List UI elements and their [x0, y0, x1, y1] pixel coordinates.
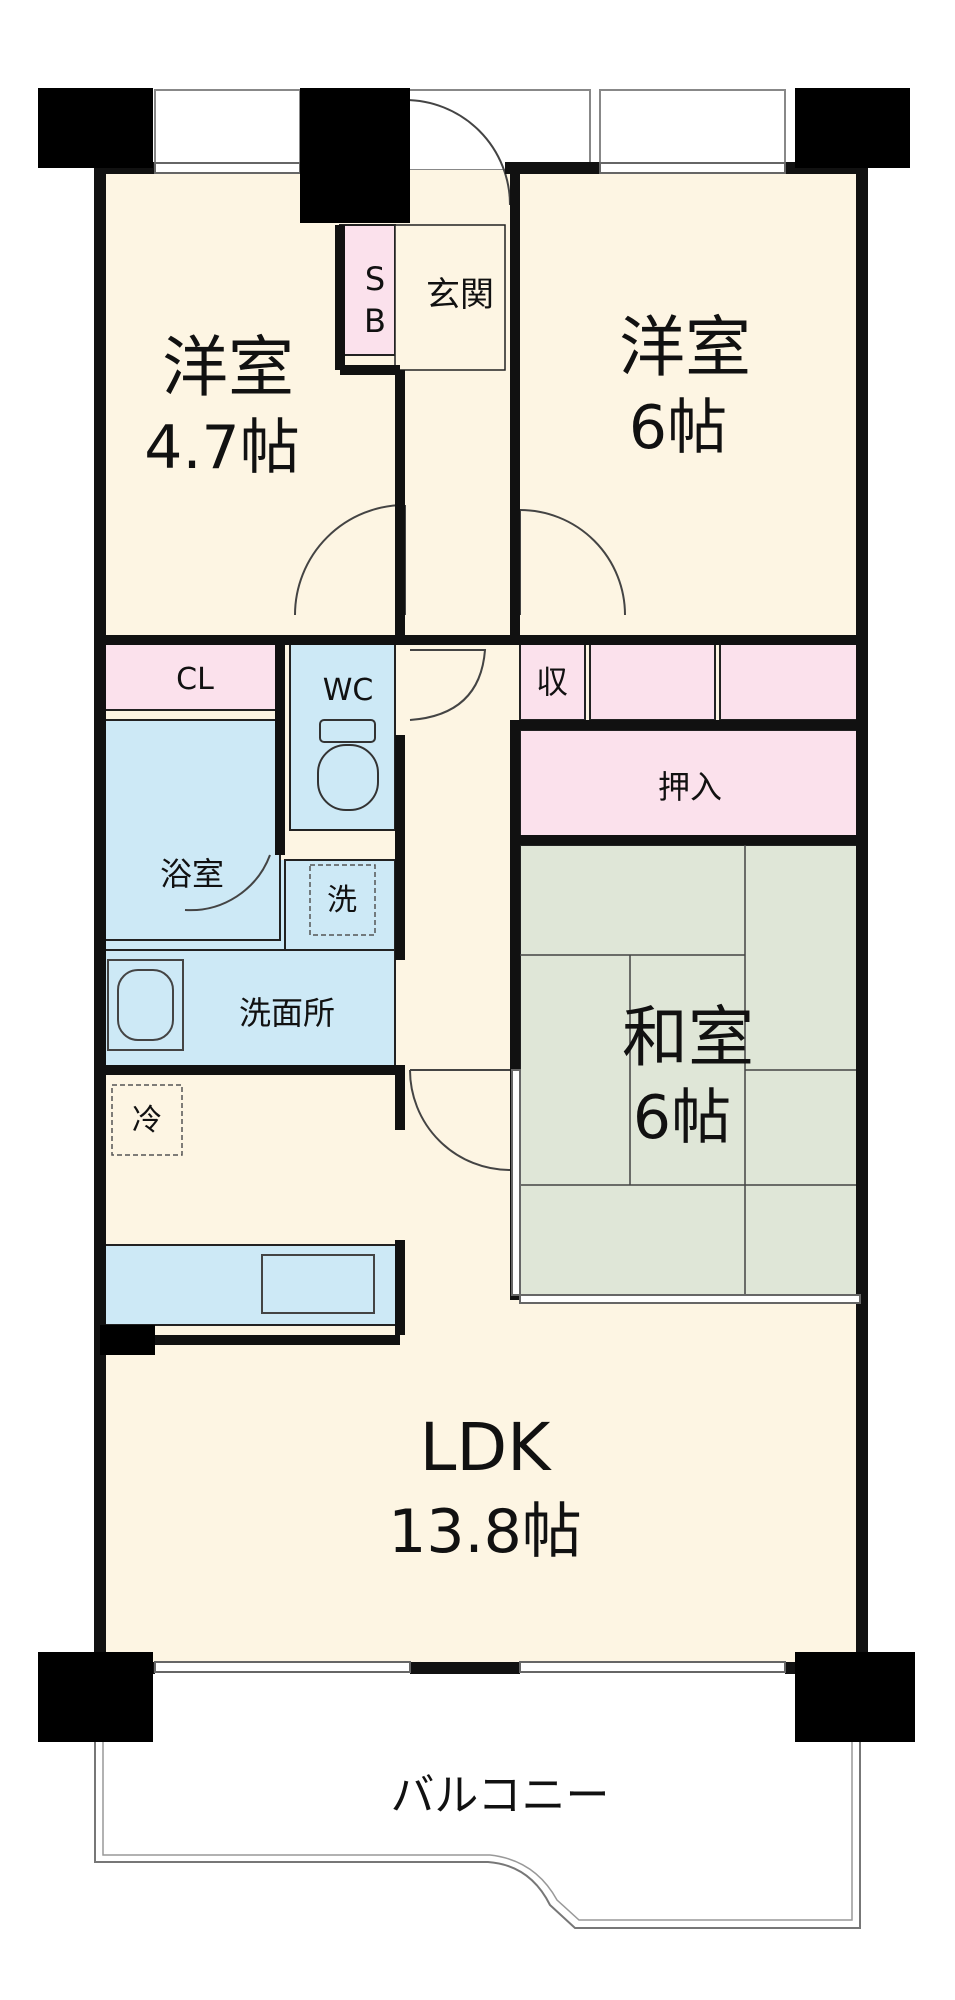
- ldk-floor: [105, 1330, 860, 1665]
- storage-label: 収: [536, 663, 568, 701]
- closet-label: CL: [176, 662, 214, 697]
- wash-basin: [107, 959, 184, 1051]
- japanese-room-size: 6帖: [633, 1083, 731, 1153]
- balcony-label: バルコニー: [390, 1770, 609, 1821]
- column-br: [795, 1652, 915, 1742]
- kitchen-sink: [261, 1254, 375, 1314]
- column-tr: [795, 88, 910, 168]
- ldk-name: LDK: [420, 1409, 553, 1486]
- column-tc: [300, 88, 410, 223]
- bathroom-label: 浴室: [160, 855, 224, 893]
- washer-spot: [309, 864, 376, 936]
- fridge-spot: [111, 1084, 183, 1156]
- wc-room: [289, 639, 396, 831]
- western-room-2: [515, 170, 860, 630]
- closet-2a: [589, 639, 716, 721]
- shoe-box-label-2: B: [364, 302, 386, 340]
- western-room-2-size: 6帖: [629, 393, 727, 463]
- column-bl: [38, 1652, 153, 1742]
- japanese-room-name: 和室: [622, 999, 754, 1076]
- washroom-label: 洗面所: [239, 994, 335, 1032]
- entrance: [394, 224, 506, 371]
- fridge-label: 冷: [132, 1103, 162, 1138]
- oshiire-label: 押入: [658, 768, 722, 806]
- balcony-outline: [94, 1700, 861, 1929]
- storage: [519, 639, 586, 721]
- ldk-size: 13.8帖: [388, 1497, 582, 1567]
- kitchen-counter: [104, 1244, 401, 1326]
- western-room-1-size: 4.7帖: [144, 413, 299, 483]
- western-room-1-name: 洋室: [162, 329, 294, 406]
- washer-label: 洗: [327, 883, 357, 918]
- wc-label: WC: [323, 673, 374, 708]
- shoe-box-label: S: [365, 260, 385, 298]
- western-room-2-name: 洋室: [619, 309, 751, 386]
- closet-2b: [719, 639, 861, 721]
- entrance-label: 玄関: [426, 275, 494, 315]
- column-tl: [38, 88, 153, 168]
